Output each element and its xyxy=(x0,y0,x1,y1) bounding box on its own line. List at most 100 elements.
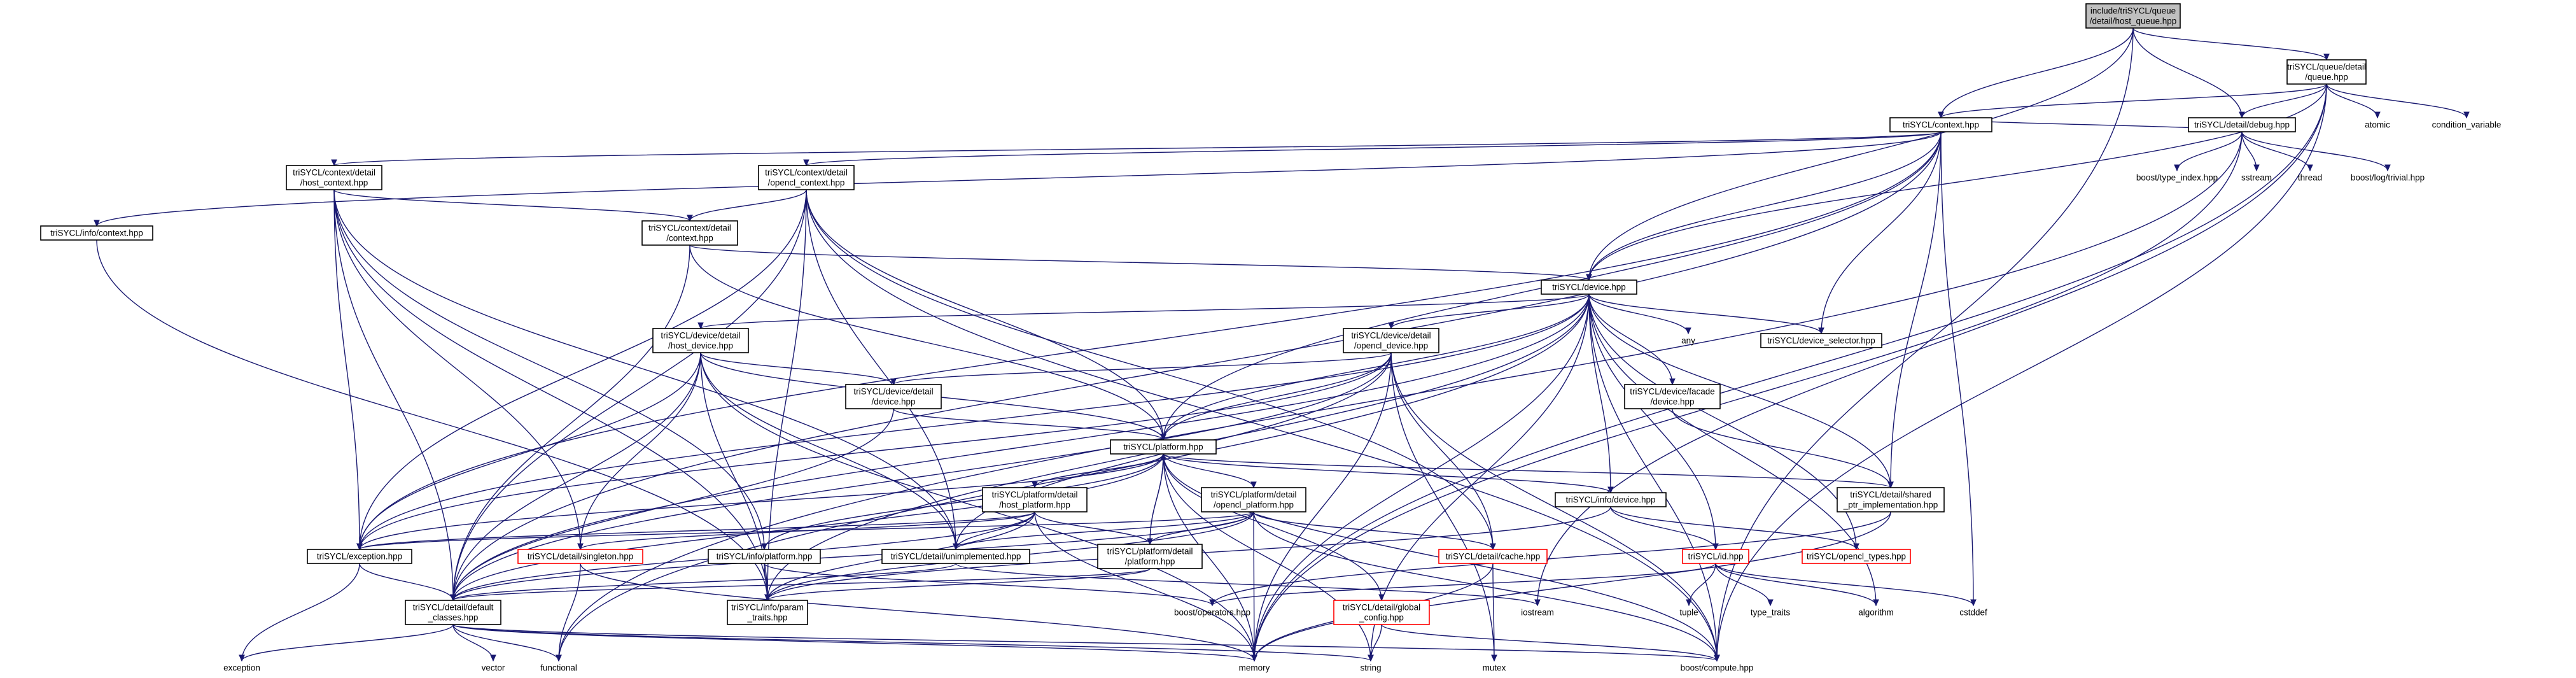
edge-arrowhead xyxy=(577,543,584,551)
edge-context-to-exception xyxy=(359,131,1942,550)
node-tuple[interactable]: tuple xyxy=(1673,605,1705,619)
node-host-device[interactable]: triSYCL/device/detail/host_device.hpp xyxy=(652,328,749,353)
edge-platform-to-shared_impl xyxy=(1163,453,1891,488)
node-thread[interactable]: thread xyxy=(2290,171,2330,185)
edge-device-to-facade_device xyxy=(1588,293,1673,385)
node-opencl-types[interactable]: triSYCL/opencl_types.hpp xyxy=(1802,549,1911,564)
node-queue-detail[interactable]: triSYCL/queue/detail/queue.hpp xyxy=(2286,59,2367,85)
node-boost-compute[interactable]: boost/compute.hpp xyxy=(1675,661,1759,675)
node-boost-operators[interactable]: boost/operators.hpp xyxy=(1170,605,1254,619)
node-label: /host_platform.hpp xyxy=(999,500,1070,510)
node-context[interactable]: triSYCL/context.hpp xyxy=(1889,117,1992,132)
edge-platform-to-info_platform xyxy=(764,453,1164,550)
node-device[interactable]: triSYCL/device.hpp xyxy=(1541,279,1637,295)
node-atomic[interactable]: atomic xyxy=(2358,118,2397,132)
node-opencl-device[interactable]: triSYCL/device/detail/opencl_device.hpp xyxy=(1343,328,1439,353)
edge-context-to-host_context xyxy=(333,131,1942,166)
node-box xyxy=(758,165,855,190)
node-box xyxy=(982,487,1088,512)
edge-arrowhead xyxy=(1686,599,1692,607)
node-exception[interactable]: triSYCL/exception.hpp xyxy=(307,549,412,564)
edge-queue_detail-to-atomic xyxy=(2326,83,2378,118)
edge-opencl_device-to-mutex xyxy=(1390,352,1495,661)
node-type-traits[interactable]: type_traits xyxy=(1742,605,1798,619)
node-label: /platform.hpp xyxy=(1125,557,1175,567)
edge-arrowhead xyxy=(1887,481,1894,489)
node-opencl-context[interactable]: triSYCL/context/detail/opencl_context.hp… xyxy=(758,165,855,190)
node-label: /device.hpp xyxy=(871,397,915,407)
node-global-config[interactable]: triSYCL/detail/global_config.hpp xyxy=(1333,600,1430,625)
node-algorithm[interactable]: algorithm xyxy=(1851,605,1901,619)
edge-arrowhead xyxy=(1767,599,1774,607)
node-mutex[interactable]: mutex xyxy=(1476,661,1513,675)
node-label: triSYCL/device/detail xyxy=(1351,331,1431,341)
node-box xyxy=(307,549,412,564)
node-vector[interactable]: vector xyxy=(475,661,512,675)
edge-opencl_device-to-default_classes xyxy=(452,352,1392,601)
edge-exception-to-exception_std xyxy=(241,563,360,661)
node-info-context[interactable]: triSYCL/info/context.hpp xyxy=(40,225,153,241)
node-label: include/triSYCL/queue xyxy=(2090,6,2176,16)
node-device-selector[interactable]: triSYCL/device_selector.hpp xyxy=(1760,333,1882,348)
edge-opencl_context-to-param_traits xyxy=(767,189,807,601)
node-unimplemented[interactable]: triSYCL/detail/unimplemented.hpp xyxy=(881,549,1030,564)
edge-device-to-shared_impl xyxy=(1588,293,1891,488)
node-label: cstddef xyxy=(1959,608,1987,618)
node-label: /device.hpp xyxy=(1650,397,1694,407)
edge-opencl_device-to-cache xyxy=(1390,352,1494,550)
node-memory[interactable]: memory xyxy=(1232,661,1277,675)
edge-facade_device-to-shared_impl xyxy=(1672,408,1891,488)
node-label: condition_variable xyxy=(2432,120,2502,130)
node-label: /opencl_context.hpp xyxy=(768,178,845,188)
node-box xyxy=(652,328,749,353)
edge-info_device-to-opencl_types xyxy=(1610,506,1857,550)
node-context-detail[interactable]: triSYCL/context/detail/context.hpp xyxy=(641,220,738,246)
node-boost-type-index[interactable]: boost/type_index.hpp xyxy=(2129,171,2225,185)
edge-queue_detail-to-boost_compute xyxy=(1716,83,2327,661)
edge-layer xyxy=(94,27,2470,662)
node-box xyxy=(1802,549,1911,564)
node-singleton[interactable]: triSYCL/detail/singleton.hpp xyxy=(517,549,643,564)
edge-arrowhead xyxy=(1250,481,1257,489)
node-host-platform[interactable]: triSYCL/platform/detail/host_platform.hp… xyxy=(982,487,1088,512)
node-shared-impl[interactable]: triSYCL/detail/shared_ptr_implementation… xyxy=(1837,487,1945,512)
edge-default_classes-to-exception_std xyxy=(241,624,454,661)
edge-arrowhead xyxy=(1491,654,1497,662)
node-boost-log[interactable]: boost/log/trivial.hpp xyxy=(2340,171,2435,185)
node-sstream[interactable]: sstream xyxy=(2234,171,2279,185)
node-debug[interactable]: triSYCL/detail/debug.hpp xyxy=(2188,117,2296,132)
node-cache[interactable]: triSYCL/detail/cache.hpp xyxy=(1438,549,1548,564)
node-iostream[interactable]: iostream xyxy=(1515,605,1560,619)
node-label: boost/type_index.hpp xyxy=(2136,173,2218,183)
edge-device-to-memory xyxy=(1254,293,1590,661)
node-label: triSYCL/detail/singleton.hpp xyxy=(528,552,634,561)
node-info-device[interactable]: triSYCL/info/device.hpp xyxy=(1555,492,1667,507)
edge-device-to-info_device xyxy=(1588,293,1611,493)
node-platform-detail[interactable]: triSYCL/platform/detail/platform.hpp xyxy=(1097,544,1203,569)
node-box xyxy=(1110,439,1217,455)
node-functional[interactable]: functional xyxy=(534,661,584,675)
node-cstddef[interactable]: cstddef xyxy=(1952,605,1995,619)
node-device-detail[interactable]: triSYCL/device/detail/device.hpp xyxy=(845,384,942,409)
node-platform[interactable]: triSYCL/platform.hpp xyxy=(1110,439,1217,455)
node-exception-std[interactable]: exception xyxy=(217,661,267,675)
node-opencl-platform[interactable]: triSYCL/platform/detail/opencl_platform.… xyxy=(1201,487,1306,512)
node-param-traits[interactable]: triSYCL/info/param_traits.hpp xyxy=(727,600,808,625)
node-default-classes[interactable]: triSYCL/detail/default_classes.hpp xyxy=(405,600,501,625)
node-facade-device[interactable]: triSYCL/device/facade/device.hpp xyxy=(1624,384,1721,409)
node-any[interactable]: any xyxy=(1674,334,1703,348)
edge-arrowhead xyxy=(1160,453,1166,460)
node-label: type_traits xyxy=(1751,608,1791,618)
edge-queue_detail-to-debug xyxy=(2241,83,2327,118)
node-host-context[interactable]: triSYCL/context/detail/host_context.hpp xyxy=(286,165,382,190)
node-id[interactable]: triSYCL/id.hpp xyxy=(1682,549,1749,564)
node-label: _ptr_implementation.hpp xyxy=(1843,500,1938,510)
node-label: _config.hpp xyxy=(1359,613,1404,623)
node-condition-variable[interactable]: condition_variable xyxy=(2426,118,2507,132)
node-box xyxy=(1760,333,1882,348)
node-root[interactable]: include/triSYCL/queue/detail/host_queue.… xyxy=(2085,3,2181,29)
node-info-platform[interactable]: triSYCL/info/platform.hpp xyxy=(708,549,821,564)
edge-host_context-to-default_classes xyxy=(333,189,454,601)
node-string[interactable]: string xyxy=(1352,661,1389,675)
edge-opencl_context-to-unimplemented xyxy=(806,189,956,550)
